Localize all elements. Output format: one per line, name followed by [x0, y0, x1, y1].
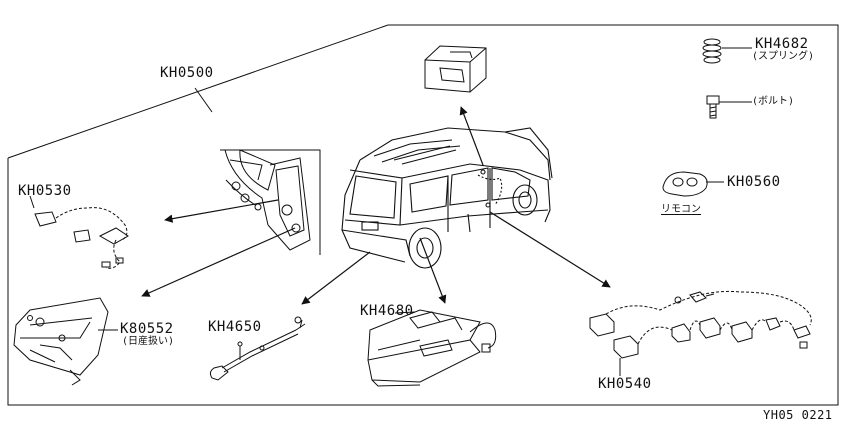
label-kh0540: KH0540 — [598, 376, 652, 392]
label-kh0530: KH0530 — [18, 183, 72, 199]
kh0540-parts — [589, 290, 812, 376]
label-remocon: リモコン — [661, 204, 701, 215]
label-spring: (スプリング) — [752, 51, 815, 62]
arrow-to-k80552 — [141, 227, 296, 297]
label-bolt: (ボルト) — [752, 96, 795, 107]
arrow-to-kh4650 — [301, 251, 371, 305]
arrow-to-kh0540 — [489, 211, 611, 288]
remote-key-fob-icon — [662, 171, 724, 197]
door-inset — [220, 149, 321, 255]
arrow-to-kh0530 — [164, 199, 279, 223]
page-code: YH05 0221 — [763, 408, 833, 422]
kh0500-leader — [194, 87, 213, 113]
kh4650-part — [209, 316, 306, 381]
arrow-to-module — [459, 106, 484, 166]
kh0530-parts — [29, 195, 129, 269]
label-kh4682: KH4682 — [755, 36, 809, 52]
location-arrows — [141, 106, 611, 305]
arrow-to-kh4680 — [419, 237, 447, 304]
label-kh4680: KH4680 — [360, 303, 414, 319]
spring-icon — [702, 38, 752, 64]
kit-boundary — [7, 24, 839, 406]
label-kh0500: KH0500 — [160, 65, 214, 81]
bolt-icon — [706, 95, 752, 119]
k80552-part — [13, 297, 118, 386]
label-k80552-note: (日産扱い) — [122, 336, 175, 347]
vehicle-illustration — [341, 127, 553, 269]
label-kh0560: KH0560 — [727, 174, 781, 190]
module-box-part — [424, 45, 487, 93]
kh4680-part — [367, 309, 497, 387]
label-kh4650: KH4650 — [208, 319, 262, 335]
label-k80552: K80552 — [120, 321, 174, 337]
